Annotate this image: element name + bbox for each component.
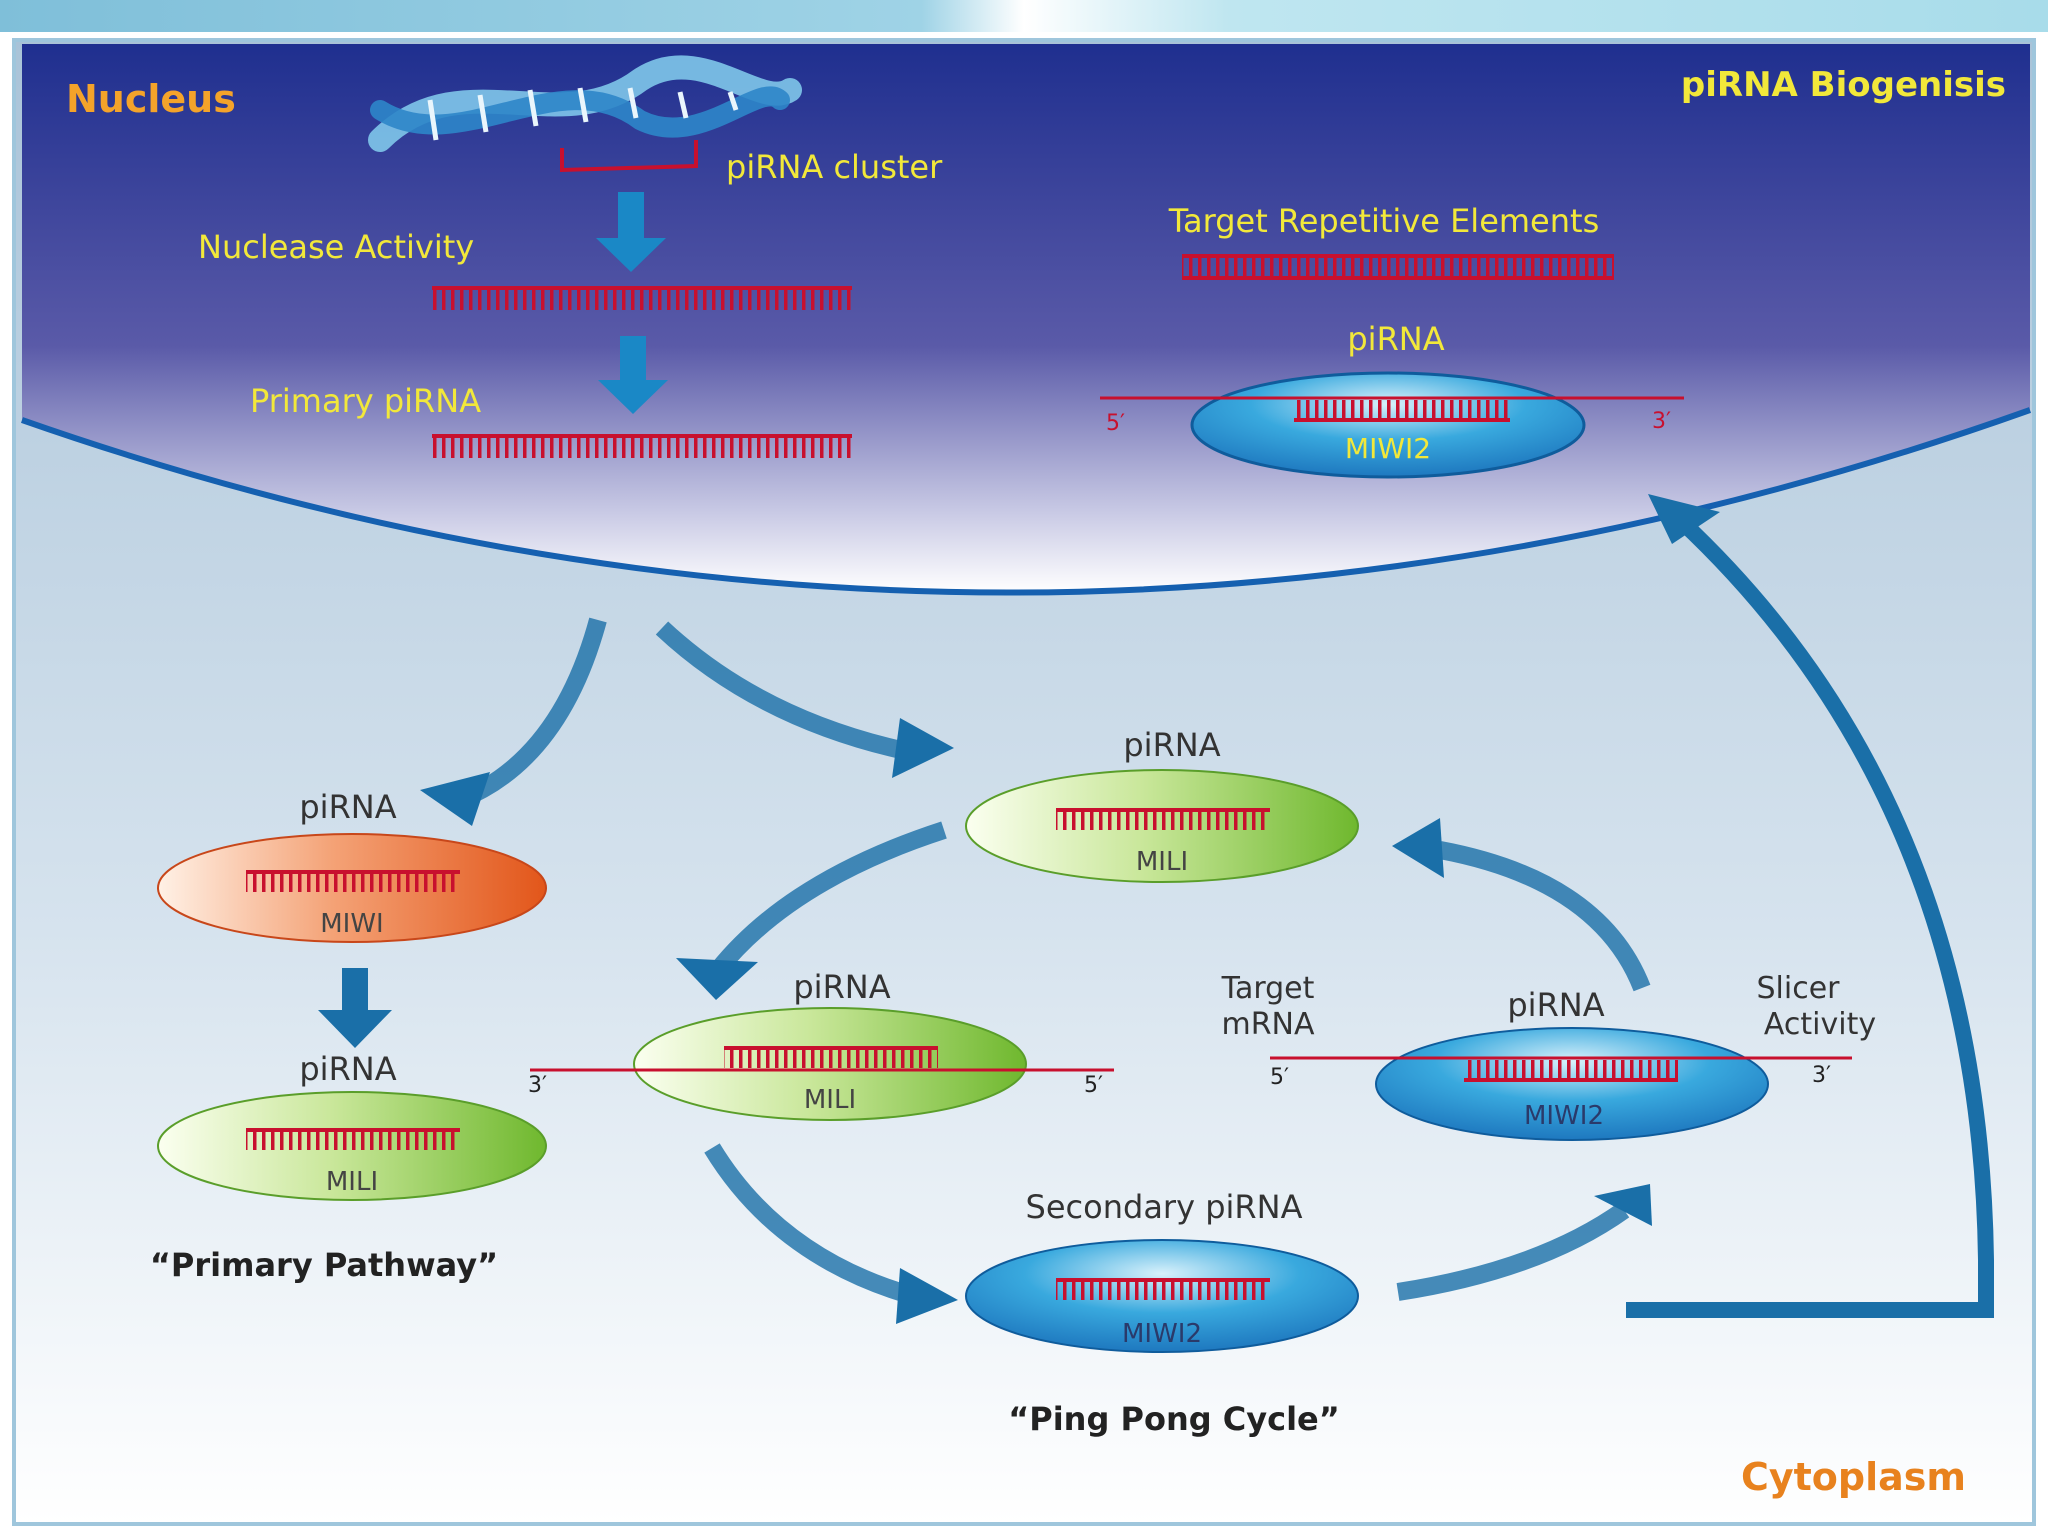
- miwi-protein-label: MIWI: [320, 909, 383, 939]
- left-mili-pirna-label: piRNA: [793, 968, 890, 1006]
- arrow-miwi2-to-mili: [1438, 841, 1651, 992]
- diagram-title: piRNA Biogenisis: [1681, 65, 2006, 105]
- top-banner: [0, 0, 2048, 32]
- bottom-miwi2-label: MIWI2: [1122, 1319, 1202, 1349]
- right-miwi2-protein: [1375, 1027, 1769, 1141]
- processing-arrow: [598, 336, 668, 414]
- repetitive-element-strand: [1182, 254, 1614, 280]
- arrow-to-pingpong: [655, 621, 912, 761]
- primary-pirna-label: Primary piRNA: [250, 382, 481, 420]
- arrow-to-secondary: [704, 1143, 923, 1307]
- cytoplasm-label: Cytoplasm: [1741, 1455, 1966, 1499]
- left-five-prime: 5′: [1084, 1073, 1103, 1098]
- mili-pirna-label: piRNA: [299, 1050, 396, 1088]
- top-mili-pirna-label: piRNA: [1123, 726, 1220, 764]
- right-miwi2-label: MIWI2: [1524, 1101, 1604, 1131]
- primary-pathway-caption: “Primary Pathway”: [150, 1246, 498, 1284]
- miwi-pirna-label: piRNA: [299, 788, 396, 826]
- left-three-prime: 3′: [528, 1073, 547, 1098]
- arrow-mili-to-mili: [710, 821, 947, 976]
- miwi2-nucleus-label: MIWI2: [1345, 432, 1431, 465]
- nucleus-pirna-label: piRNA: [1347, 320, 1444, 358]
- three-prime-label: 3′: [1652, 409, 1671, 434]
- slicer-line2: Activity: [1764, 1007, 1876, 1042]
- nuclease-arrow: [596, 192, 666, 272]
- nuclear-membrane: [21, 407, 2032, 596]
- return-to-nucleus-arrow: [1626, 514, 1994, 1318]
- primary-down-arrow: [318, 968, 392, 1048]
- cluster-bracket: [560, 140, 698, 173]
- target-mrna-line1: Target: [1221, 971, 1315, 1006]
- nucleus-label: Nucleus: [66, 77, 236, 121]
- five-prime-label: 5′: [1106, 411, 1125, 436]
- slicer-line1: Slicer: [1757, 971, 1841, 1006]
- right-three-prime: 3′: [1812, 1063, 1831, 1088]
- dna-helix-icon: [368, 55, 802, 152]
- ping-pong-caption: “Ping Pong Cycle”: [1008, 1400, 1340, 1438]
- top-mili-label: MILI: [1136, 847, 1188, 877]
- nuclease-activity-label: Nuclease Activity: [198, 228, 474, 266]
- target-mrna-line2: mRNA: [1221, 1007, 1315, 1042]
- right-five-prime: 5′: [1270, 1065, 1289, 1090]
- right-miwi2-pirna-label: piRNA: [1507, 986, 1604, 1024]
- mili-primary-label: MILI: [326, 1167, 378, 1197]
- left-mili-label: MILI: [804, 1085, 856, 1115]
- arrow-to-right-miwi2: [1396, 1202, 1630, 1301]
- secondary-pirna-label: Secondary piRNA: [1026, 1188, 1303, 1226]
- pirna-cluster-label: piRNA cluster: [726, 148, 943, 186]
- target-repetitive-label: Target Repetitive Elements: [1168, 202, 1599, 240]
